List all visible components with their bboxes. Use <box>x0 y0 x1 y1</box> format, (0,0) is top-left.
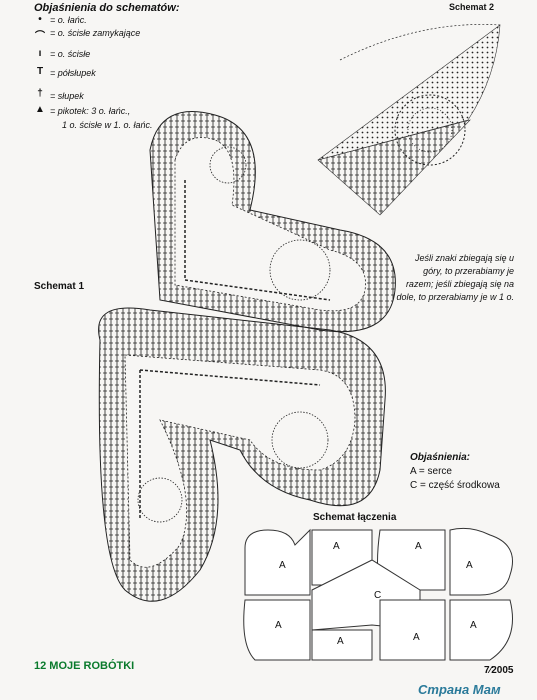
joining-cell-a: A <box>337 636 344 647</box>
note-text: Jeśli znaki zbiegają się u góry, to prze… <box>396 253 514 302</box>
legend-item-sc: = o. ścisłe <box>50 49 91 59</box>
joining-cell-a: A <box>413 632 420 643</box>
schemat-1-label: Schemat 1 <box>34 281 85 292</box>
joining-cell-c: C <box>374 590 382 601</box>
joining-title: Schemat łączenia <box>313 512 397 523</box>
joining-cell-a: A <box>275 620 282 631</box>
dot-symbol-icon: • <box>38 14 42 25</box>
joining-cell-a: A <box>279 560 286 571</box>
objasnienia-title: Objaśnienia: <box>410 452 471 463</box>
bar-symbol-icon: ı <box>38 48 42 59</box>
page-footer: 12 MOJE ROBÓTKI <box>34 660 135 672</box>
watermark-logo: Страна Мам <box>418 682 501 697</box>
arc-symbol-icon: ⌒ <box>35 31 45 42</box>
joining-cell-a: A <box>333 541 340 552</box>
legend-title: Objaśnienia do schematów: <box>34 2 180 14</box>
picot-symbol-icon: ▲ <box>35 104 45 115</box>
legend-item-chain: = o. łańc. <box>50 15 87 25</box>
legend-item-slip: = o. ścisłe zamykające <box>50 28 141 38</box>
objasnienia-line-2: C = część środkowa <box>410 480 500 491</box>
legend-item-dc: = słupek <box>50 91 84 101</box>
half-treble-symbol-icon: T <box>36 66 44 77</box>
schemat-2-label: Schemat 2 <box>449 2 495 12</box>
joining-cell-a: A <box>466 560 473 571</box>
joining-cell-a: A <box>415 541 422 552</box>
legend-item-picot: = pikotek: 3 o. łańc., <box>50 106 131 116</box>
legend-item-hdc: = półsłupek <box>50 68 96 78</box>
objasnienia-line-1: A = serce <box>410 466 452 477</box>
joining-cell-a: A <box>470 620 477 631</box>
schemat-1-upper-heart <box>149 111 396 333</box>
legend-item-picot-2: 1 o. ścisłe w 1. o. łańc. <box>62 120 153 130</box>
treble-symbol-icon: † <box>37 88 43 99</box>
schemat-2-diagram <box>317 24 501 216</box>
schemat-1-lower-heart <box>98 307 386 602</box>
joining-diagram <box>243 527 513 661</box>
issue-number: 7⁄2005 <box>484 665 514 676</box>
